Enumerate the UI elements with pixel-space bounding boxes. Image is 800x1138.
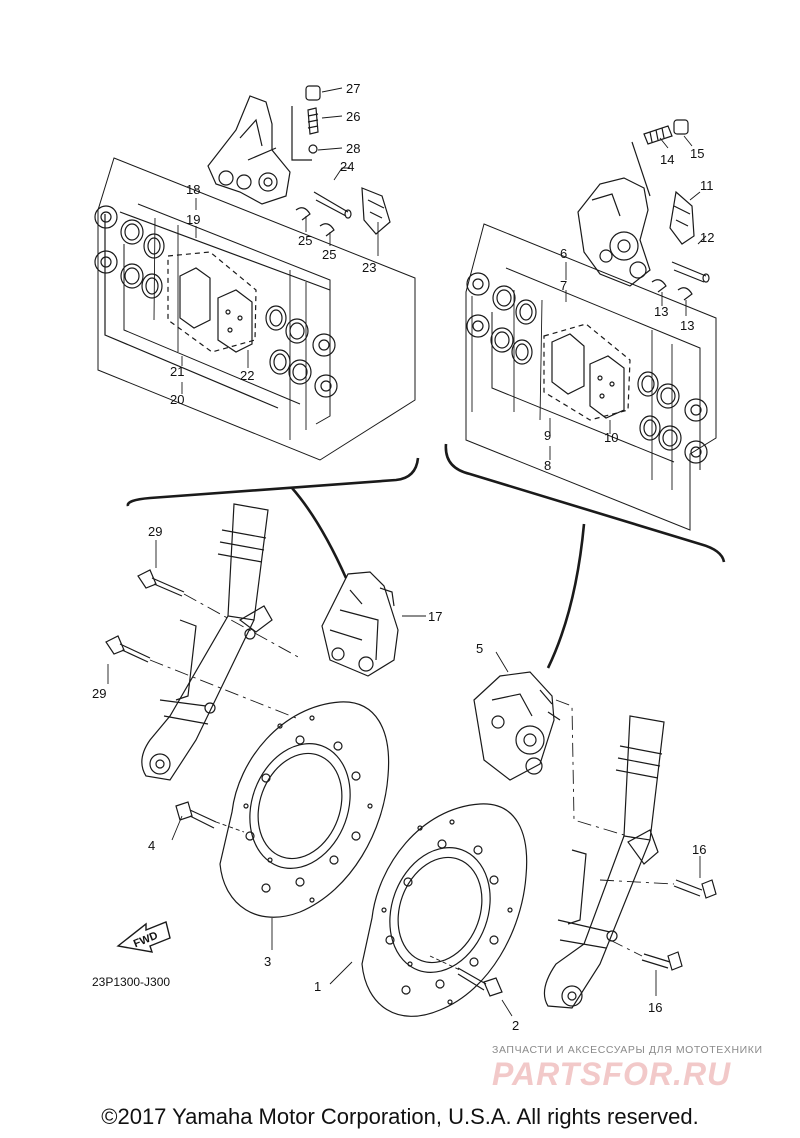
callout-labels: 27 26 28 24 25 25 23 18 19 21 22 20 14 1… <box>92 81 714 1033</box>
right-mount-bolts <box>555 699 717 971</box>
callout-5: 5 <box>476 641 483 656</box>
callout-24: 24 <box>340 159 354 174</box>
left-caliper-kit-frame <box>97 157 416 461</box>
right-fork-leg <box>543 715 665 1009</box>
left-caliper-assembly <box>321 571 399 677</box>
callout-1: 1 <box>314 979 321 994</box>
callout-29a: 29 <box>148 524 162 539</box>
callout-16a: 16 <box>692 842 706 857</box>
callout-28: 28 <box>346 141 360 156</box>
callout-14: 14 <box>660 152 674 167</box>
left-mount-bolts <box>105 569 301 719</box>
watermark-logo: PARTSFOR.RU <box>492 1056 732 1092</box>
right-brake-pads <box>551 333 625 419</box>
assembly-group-brackets <box>126 443 726 669</box>
callout-13a: 13 <box>654 304 668 319</box>
callout-16b: 16 <box>648 1000 662 1015</box>
callout-4: 4 <box>148 838 155 853</box>
copyright-footer: ©2017 Yamaha Motor Corporation, U.S.A. A… <box>101 1104 699 1129</box>
callout-13b: 13 <box>680 318 694 333</box>
callout-22: 22 <box>240 368 254 383</box>
callout-25a: 25 <box>298 233 312 248</box>
callout-21: 21 <box>170 364 184 379</box>
callout-11: 11 <box>700 178 714 193</box>
left-caliper-body-top <box>207 95 291 205</box>
callout-15: 15 <box>690 146 704 161</box>
brake-disc-1 <box>361 803 528 1017</box>
callout-7: 7 <box>560 278 567 293</box>
callout-12: 12 <box>700 230 714 245</box>
label-leader-lines <box>107 87 707 1017</box>
callout-20: 20 <box>170 392 184 407</box>
right-piston-seals <box>466 272 708 464</box>
callout-2: 2 <box>512 1018 519 1033</box>
callout-10: 10 <box>604 430 618 445</box>
callout-23: 23 <box>362 260 376 275</box>
callout-18: 18 <box>186 182 200 197</box>
callout-6: 6 <box>560 246 567 261</box>
left-brake-pads <box>179 267 253 353</box>
callout-27: 27 <box>346 81 360 96</box>
right-caliper-assembly <box>473 671 561 781</box>
left-fork-leg <box>141 503 273 781</box>
callout-19: 19 <box>186 212 200 227</box>
callout-3: 3 <box>264 954 271 969</box>
right-pin-and-clips <box>651 190 710 301</box>
disc-bolts <box>175 801 503 997</box>
callout-17: 17 <box>428 609 442 624</box>
right-caliper-body-top <box>577 177 651 287</box>
watermark-tagline: ЗАПЧАСТИ И АКСЕССУАРЫ ДЛЯ МОТОТЕХНИКИ <box>492 1044 763 1056</box>
right-bleed-screw-parts <box>631 119 689 197</box>
callout-29b: 29 <box>92 686 106 701</box>
callout-8: 8 <box>544 458 551 473</box>
callout-9: 9 <box>544 428 551 443</box>
diagram-code: 23P1300-J300 <box>92 975 170 989</box>
callout-25b: 25 <box>322 247 336 262</box>
fwd-label: FWD <box>132 930 160 951</box>
left-pin-and-clips <box>295 187 391 237</box>
callout-26: 26 <box>346 109 360 124</box>
left-piston-seals <box>94 205 338 398</box>
brake-disc-3 <box>219 701 390 918</box>
fwd-arrow-icon <box>116 921 171 953</box>
left-bleed-screw-parts <box>291 85 321 161</box>
right-caliper-kit-frame <box>465 223 717 531</box>
